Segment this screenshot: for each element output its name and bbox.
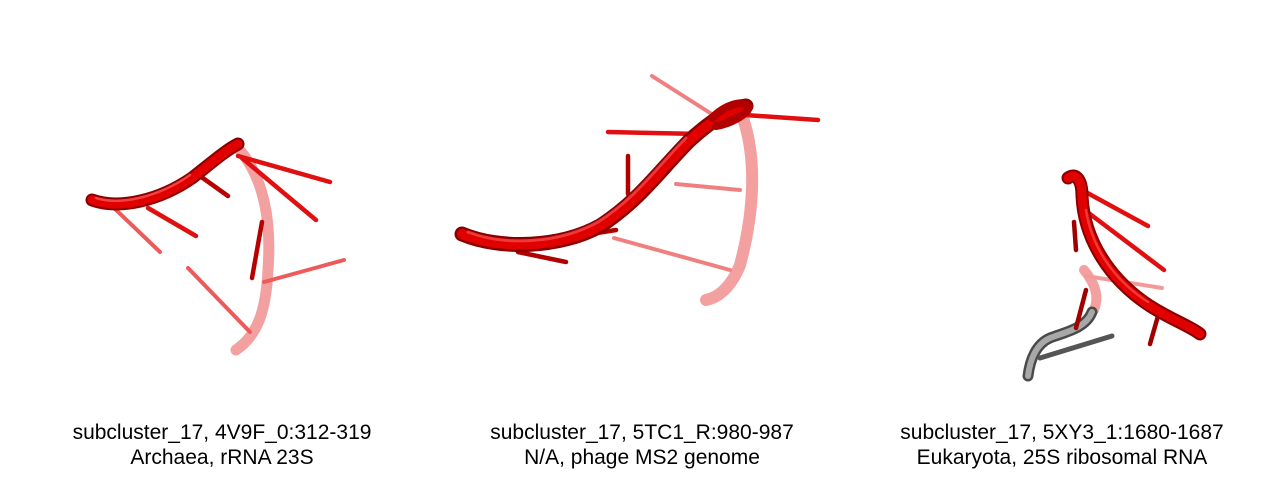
structure-render-1: [85, 137, 346, 356]
caption-panel-1: subcluster_17, 4V9F_0:312-319 Archaea, r…: [12, 420, 432, 470]
caption-1-line-1: subcluster_17, 4V9F_0:312-319: [72, 421, 372, 444]
caption-3-line-2: Eukaryota, 25S ribosomal RNA: [916, 446, 1208, 469]
caption-1-line-2: Archaea, rRNA 23S: [130, 446, 314, 469]
structure-render-3: [1022, 169, 1207, 382]
caption-panel-3: subcluster_17, 5XY3_1:1680-1687 Eukaryot…: [852, 420, 1272, 470]
caption-2-line-1: subcluster_17, 5TC1_R:980-987: [490, 421, 794, 444]
caption-panel-2: subcluster_17, 5TC1_R:980-987 N/A, phage…: [432, 420, 852, 470]
caption-2-line-2: N/A, phage MS2 genome: [524, 446, 760, 469]
structure-render-2: [454, 74, 821, 306]
caption-3-line-1: subcluster_17, 5XY3_1:1680-1687: [900, 421, 1224, 444]
